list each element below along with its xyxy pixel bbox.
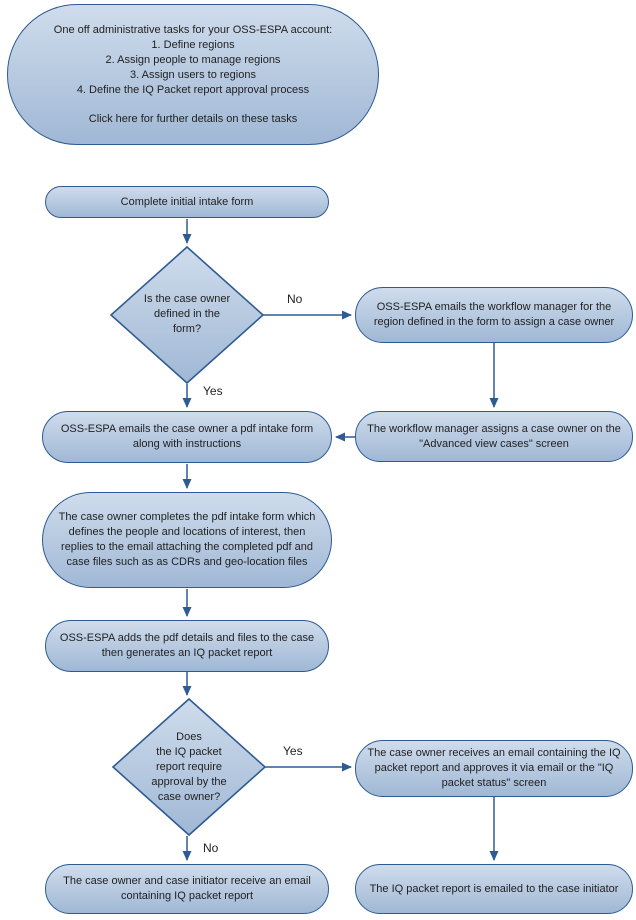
node-owner-receives-email-label: The case owner receives an email contain… [367,747,621,789]
node-owner-receives-email: The case owner receives an email contain… [355,740,633,797]
edge-label-yes-1: Yes [203,384,223,398]
decision-approval-shape [111,697,267,837]
node-report-emailed-initiator-label: The IQ packet report is emailed to the c… [369,882,619,895]
edge-label-no-1: No [287,292,303,306]
node-email-case-owner: OSS-ESPA emails the case owner a pdf int… [42,411,332,463]
edge-label-no-2: No [203,841,219,855]
node-complete-intake-form: Complete initial intake form [45,186,329,218]
node-email-case-owner-label: OSS-ESPA emails the case owner a pdf int… [60,423,314,450]
admin-tasks-bubble: One off administrative tasks for your OS… [7,4,379,145]
node-workflow-assigns-owner-label: The workflow manager assigns a case owne… [367,422,621,450]
node-owner-initiator-receive: The case owner and case initiator receiv… [45,864,329,914]
decision-owner-defined-label: Is the case owner defined in the form? [143,293,231,335]
node-workflow-assigns-owner: The workflow manager assigns a case owne… [355,411,633,462]
node-report-emailed-initiator: The IQ packet report is emailed to the c… [355,864,633,914]
admin-tasks-text: One off administrative tasks for your OS… [53,23,333,96]
node-adds-pdf-details-label: OSS-ESPA adds the pdf details and files … [59,632,315,659]
node-case-owner-completes: The case owner completes the pdf intake … [42,492,332,588]
decision-approval-label: Does the IQ packet report require approv… [151,731,227,803]
edge-label-yes-2: Yes [283,744,303,758]
node-email-workflow-manager: OSS-ESPA emails the workflow manager for… [355,287,633,343]
click-here-link[interactable]: Click here for further details on these … [88,112,298,125]
node-complete-intake-form-label: Complete initial intake form [120,195,254,208]
node-adds-pdf-details: OSS-ESPA adds the pdf details and files … [45,620,329,672]
node-case-owner-completes-label: The case owner completes the pdf intake … [58,511,316,568]
node-email-workflow-manager-label: OSS-ESPA emails the workflow manager for… [373,301,615,328]
node-owner-initiator-receive-label: The case owner and case initiator receiv… [63,875,311,902]
decision-owner-defined-shape [109,245,265,385]
